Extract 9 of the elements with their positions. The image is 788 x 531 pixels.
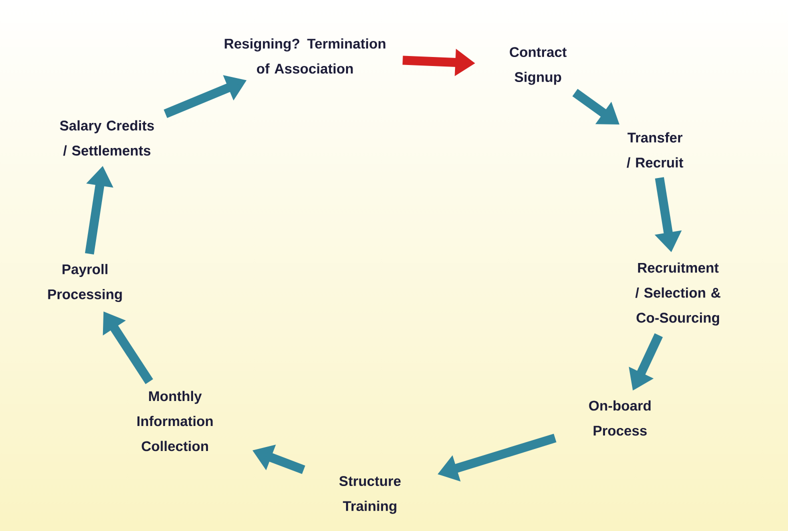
step-label: Salary Credits / Settlements xyxy=(60,120,154,156)
step-label: Resigning? Termination of Association xyxy=(224,38,386,74)
step-label: Contract Signup xyxy=(510,47,567,85)
step-label: Structure Training xyxy=(339,476,401,514)
step-label: Recruitment / Selection & Co-Sourcing xyxy=(635,262,720,326)
step-label: Monthly Information Collection xyxy=(137,390,213,452)
step-label: Transfer / Recruit xyxy=(626,132,684,168)
step-label: Payroll Processing xyxy=(48,264,122,302)
step-label: On-board Process xyxy=(589,400,651,436)
